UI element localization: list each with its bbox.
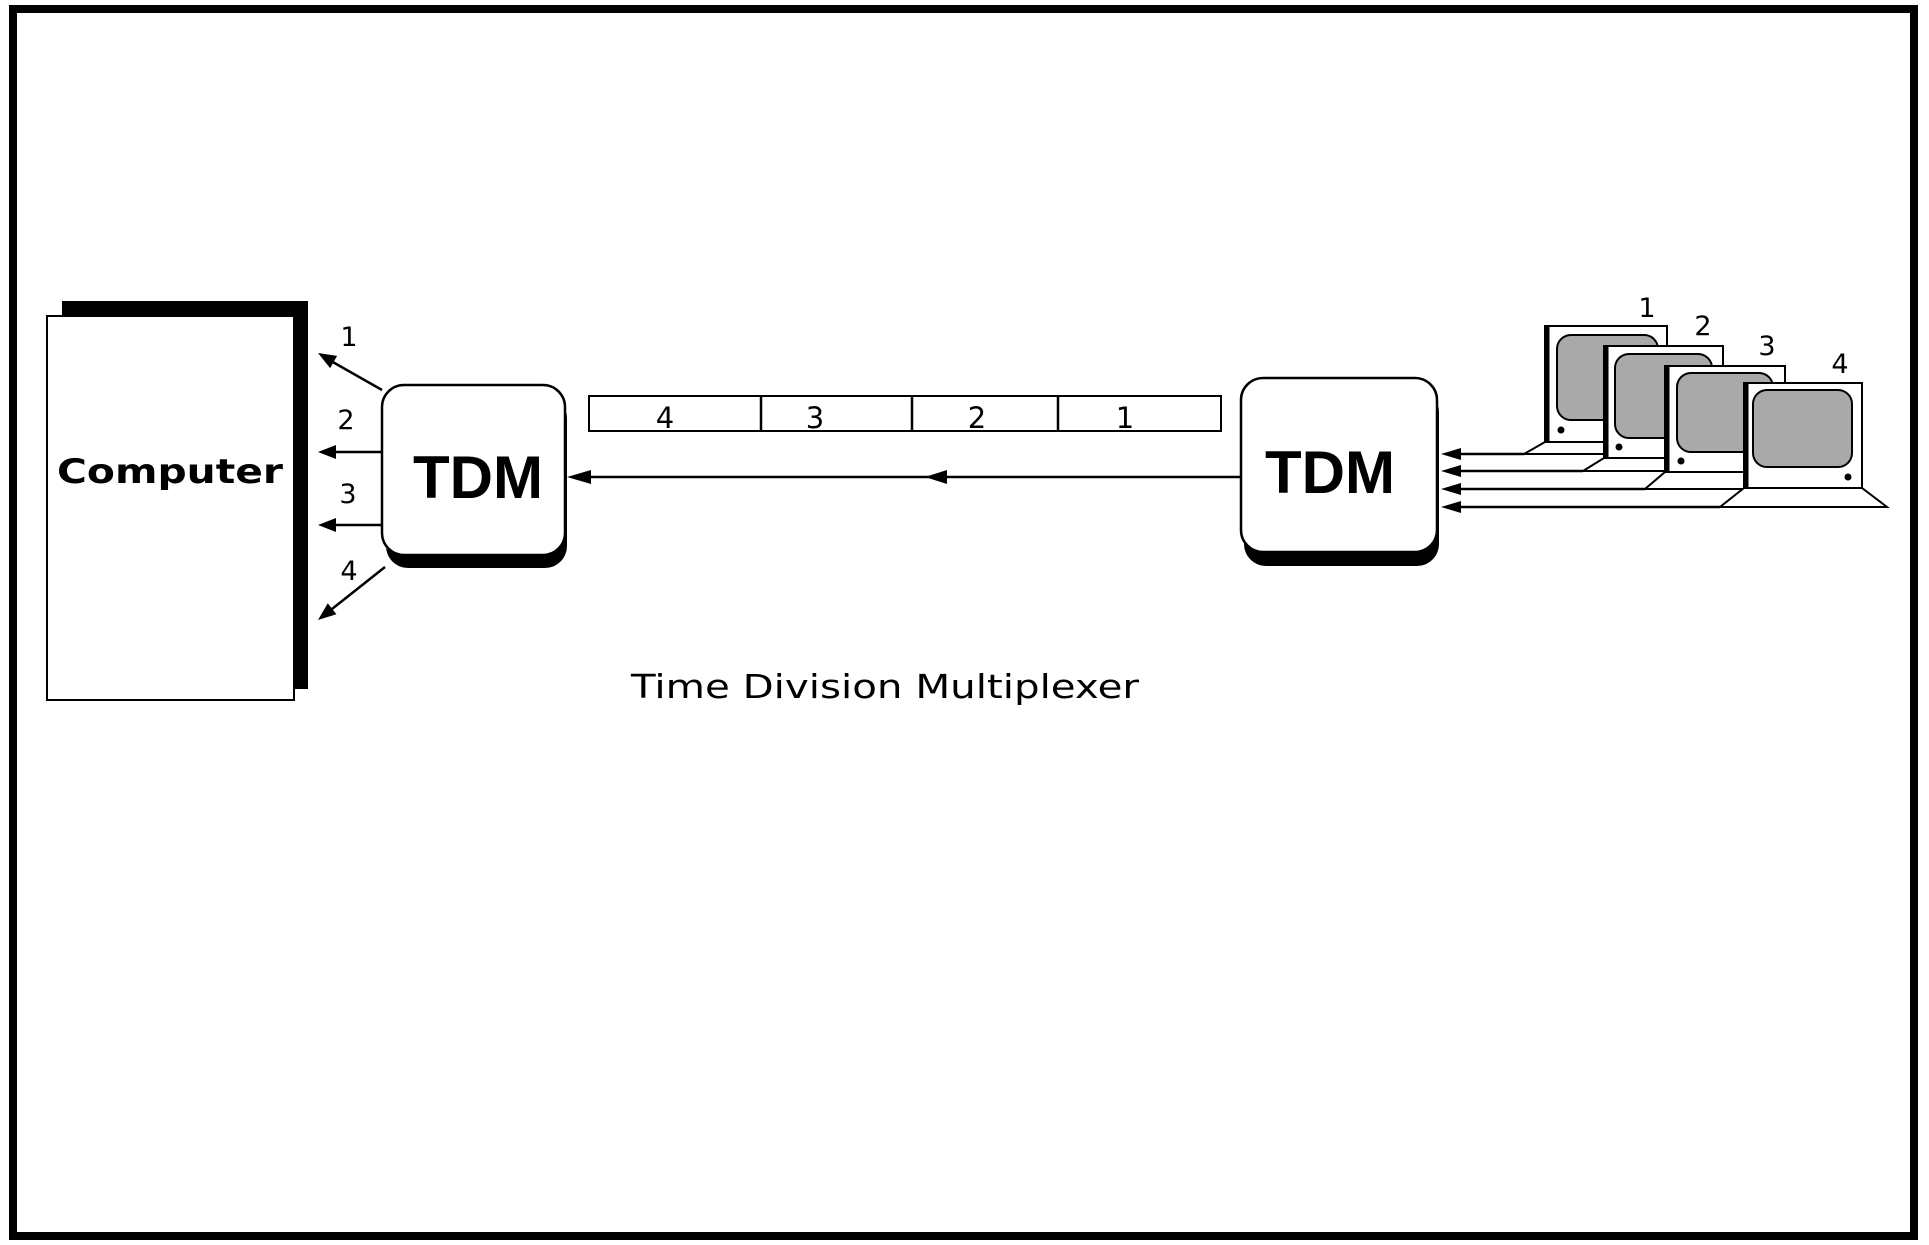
terminal-label: 2 (1694, 311, 1711, 342)
frame-slot-label: 1 (1116, 401, 1134, 435)
output-channel-label: 3 (339, 479, 356, 510)
diagram-caption: Time Division Multiplexer (630, 667, 1140, 706)
tdm-right: TDM (1241, 378, 1439, 566)
computer: Computer (47, 301, 308, 700)
tdm-left: TDM (382, 385, 567, 568)
power-light-icon (1558, 427, 1565, 434)
power-light-icon (1845, 474, 1852, 481)
computer-label: Computer (57, 452, 283, 492)
output-channel-label: 4 (340, 556, 357, 587)
frame-bar: 4 3 2 1 (589, 396, 1221, 435)
power-light-icon (1678, 458, 1685, 465)
frame-slot-label: 2 (968, 401, 986, 435)
terminal-label: 3 (1758, 331, 1775, 362)
computer-box (47, 316, 294, 700)
terminal-label: 4 (1831, 349, 1848, 380)
tdm-left-label: TDM (413, 444, 543, 511)
terminal-screen (1753, 390, 1852, 467)
power-light-icon (1616, 444, 1623, 451)
terminal-label: 1 (1638, 293, 1655, 324)
frame-slot-label: 3 (806, 401, 824, 435)
terminal-base (1720, 488, 1887, 507)
tdm-right-label: TDM (1265, 439, 1395, 506)
output-channel-label: 2 (337, 405, 354, 436)
frame-slot-label: 4 (656, 401, 674, 435)
output-channel-label: 1 (340, 322, 357, 353)
